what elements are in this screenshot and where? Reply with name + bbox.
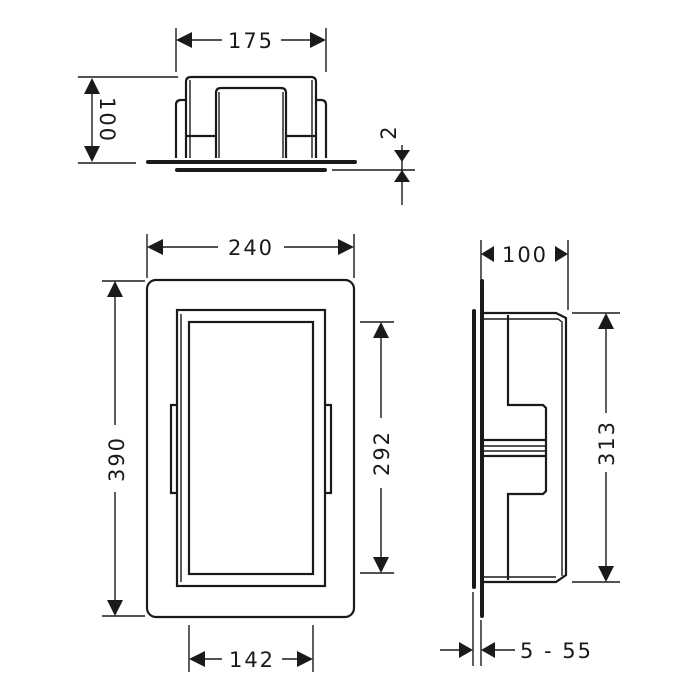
niche-opening — [187, 320, 315, 576]
outer-frame — [145, 278, 356, 619]
side-depth-label: 100 — [502, 243, 548, 267]
wall-thickness-label: 5 - 55 — [520, 639, 593, 663]
inner-height-label: 292 — [370, 430, 394, 476]
inner-width-label: 142 — [229, 648, 275, 672]
flange-thickness-label: 2 — [377, 124, 401, 139]
top-height-label: 100 — [95, 97, 119, 143]
top-width-label: 175 — [228, 29, 274, 53]
top-view: 175 100 2 — [78, 28, 415, 205]
inner-frame — [175, 308, 327, 588]
front-view: 240 390 292 142 — [102, 234, 394, 672]
side-height-label: 313 — [595, 420, 619, 466]
front-height-label: 390 — [105, 436, 129, 482]
front-width-label: 240 — [228, 236, 274, 260]
side-view: 100 313 5 - 55 — [440, 240, 620, 666]
